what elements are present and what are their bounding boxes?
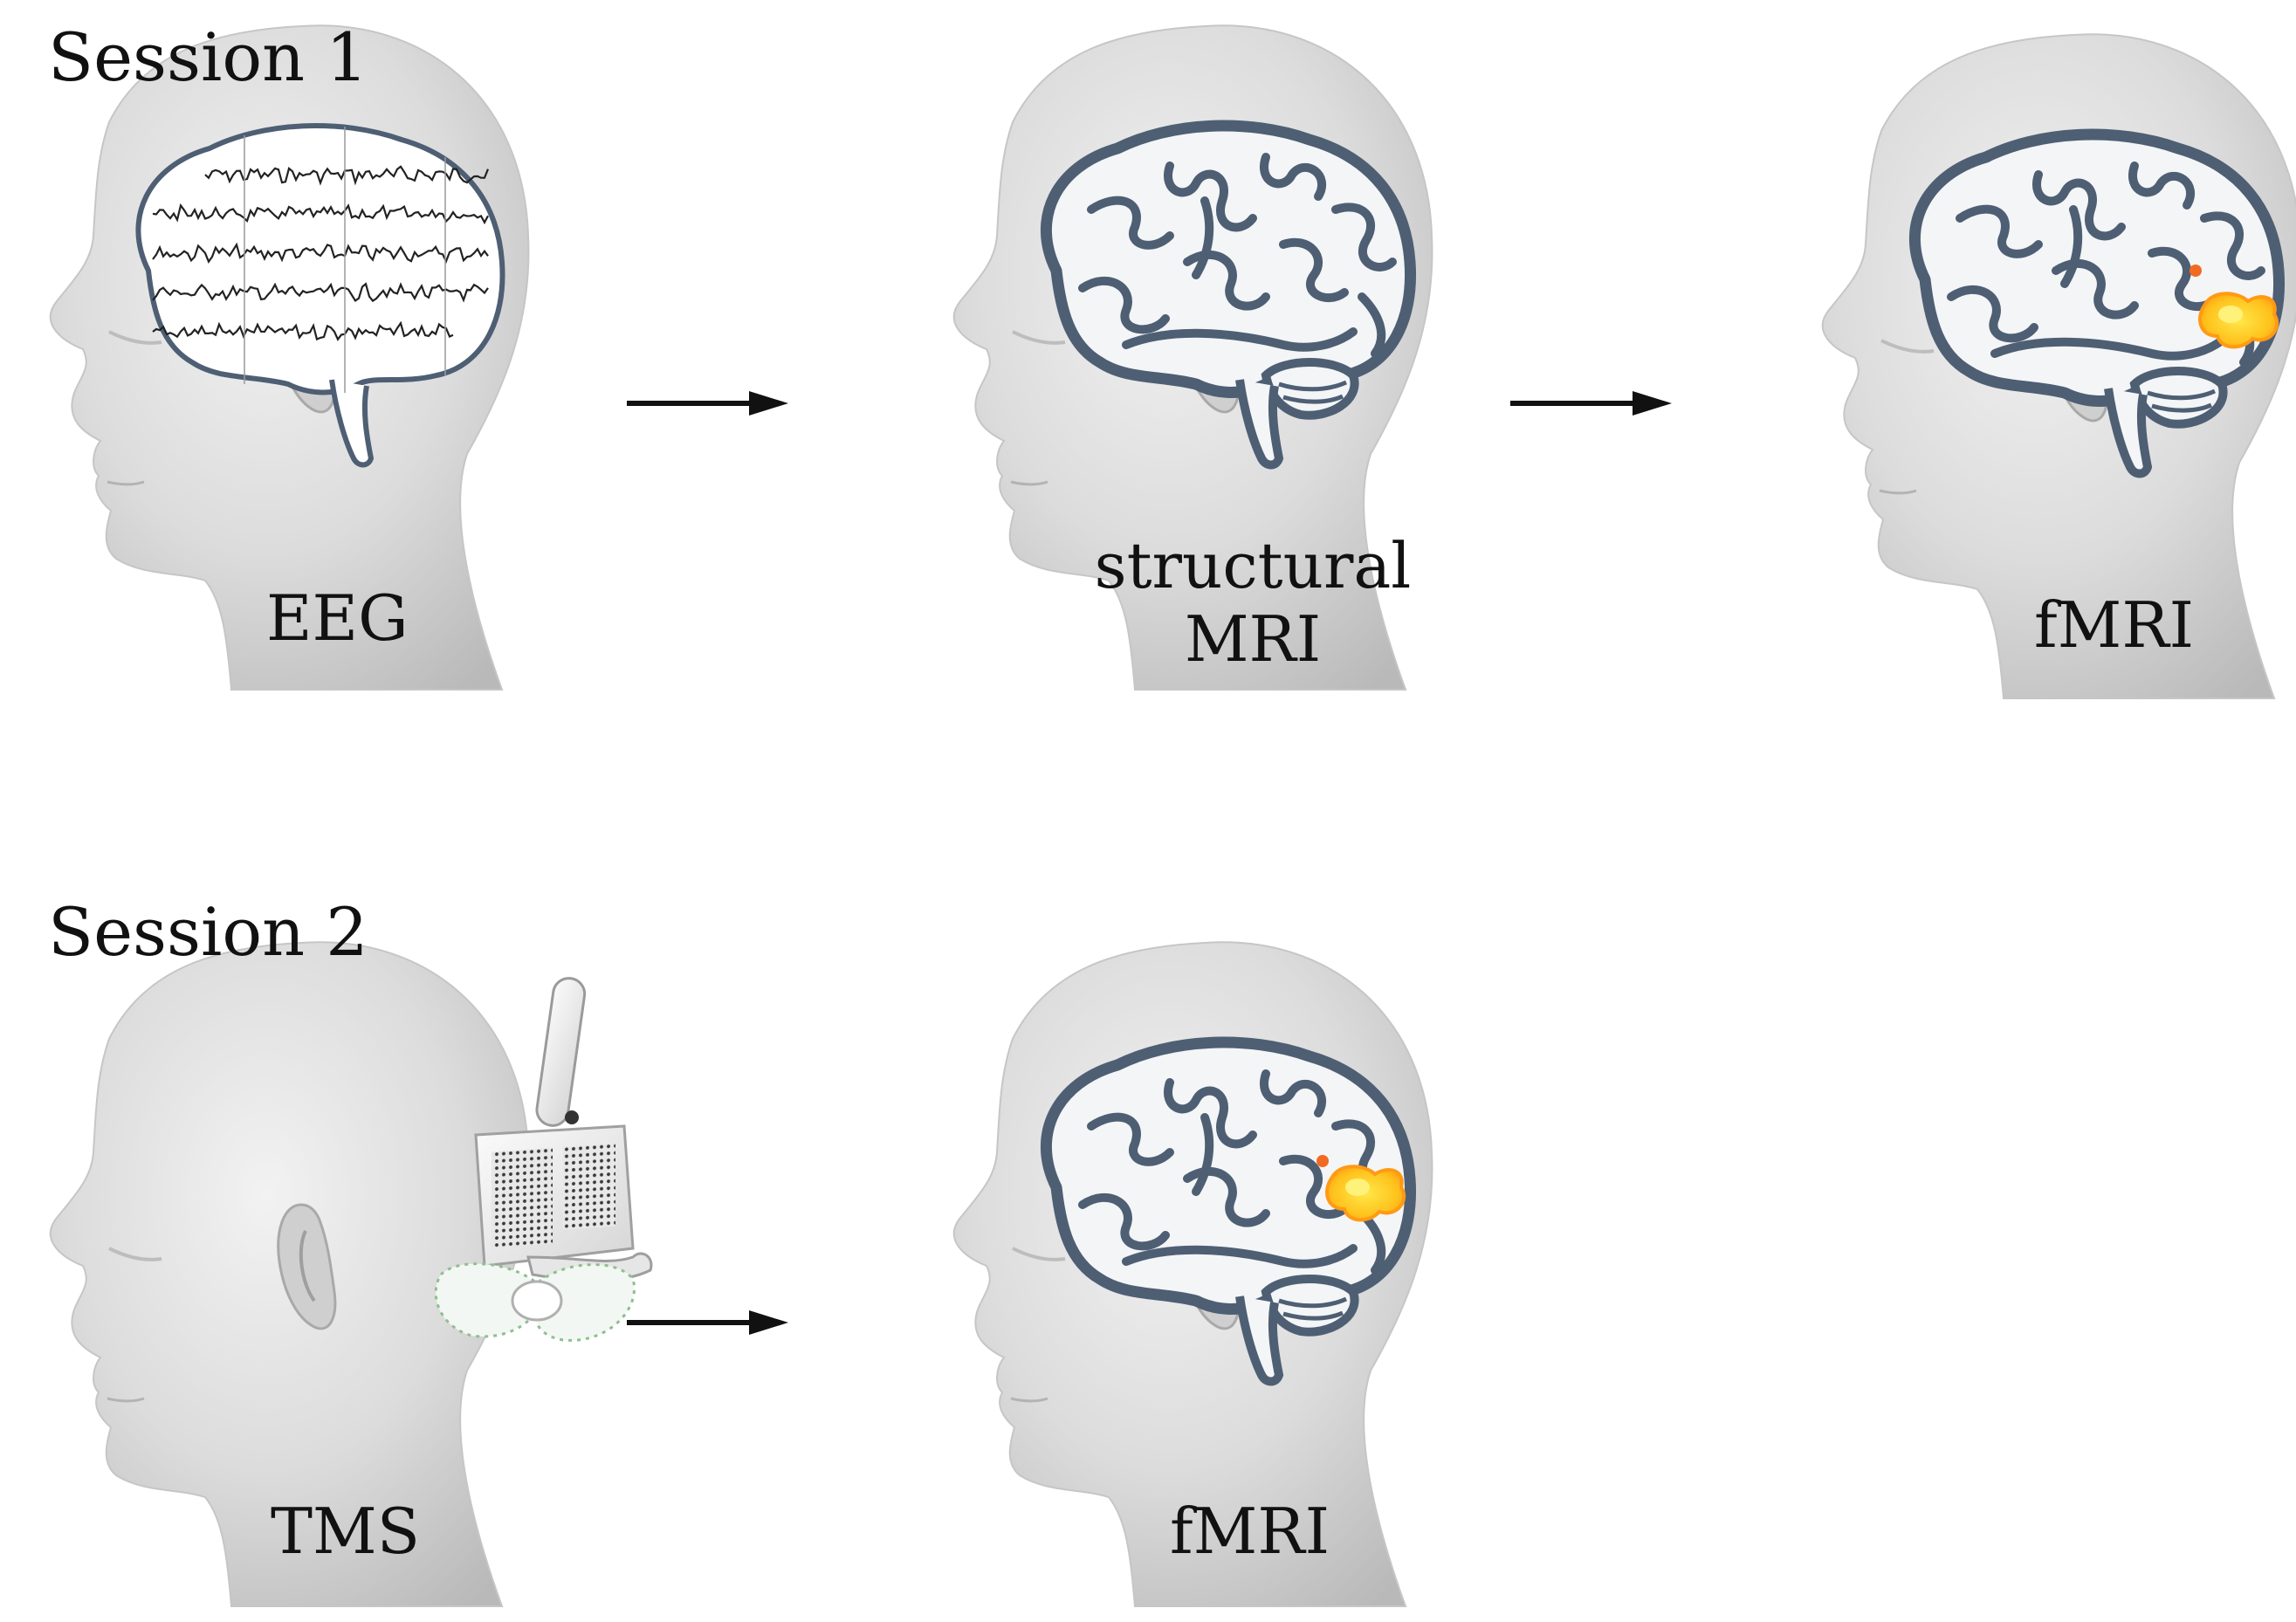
eeg-trace (152, 282, 489, 303)
eeg-trace (152, 203, 489, 225)
structural-mri-label: structural MRI (1091, 534, 1414, 670)
eeg-head (48, 24, 531, 691)
activation-spot (1316, 1155, 1329, 1167)
tms-head (48, 940, 653, 1608)
activation-spot (2189, 265, 2202, 277)
eeg-traces (152, 165, 490, 341)
structural-mri-label-line2: MRI (1184, 602, 1322, 676)
session1-title: Session 1 (48, 18, 368, 96)
fmri-label-session1: fMRI (2034, 588, 2195, 662)
fmri-head-session2 (952, 940, 1434, 1608)
right-arrow-icon (627, 1310, 788, 1335)
right-arrow-icon (1510, 391, 1672, 416)
tms-coil-icon (434, 977, 653, 1342)
tms-label: TMS (271, 1495, 421, 1568)
fmri-label-session2: fMRI (1170, 1495, 1330, 1568)
right-arrow-icon (627, 391, 788, 416)
eeg-label: EEG (266, 581, 409, 655)
session2-title: Session 2 (48, 893, 368, 971)
eeg-trace (204, 165, 490, 186)
eeg-trace (152, 320, 454, 341)
structural-mri-label-line1: structural (1094, 529, 1412, 602)
eeg-trace (152, 242, 489, 265)
fmri-head-session1 (1820, 32, 2296, 700)
